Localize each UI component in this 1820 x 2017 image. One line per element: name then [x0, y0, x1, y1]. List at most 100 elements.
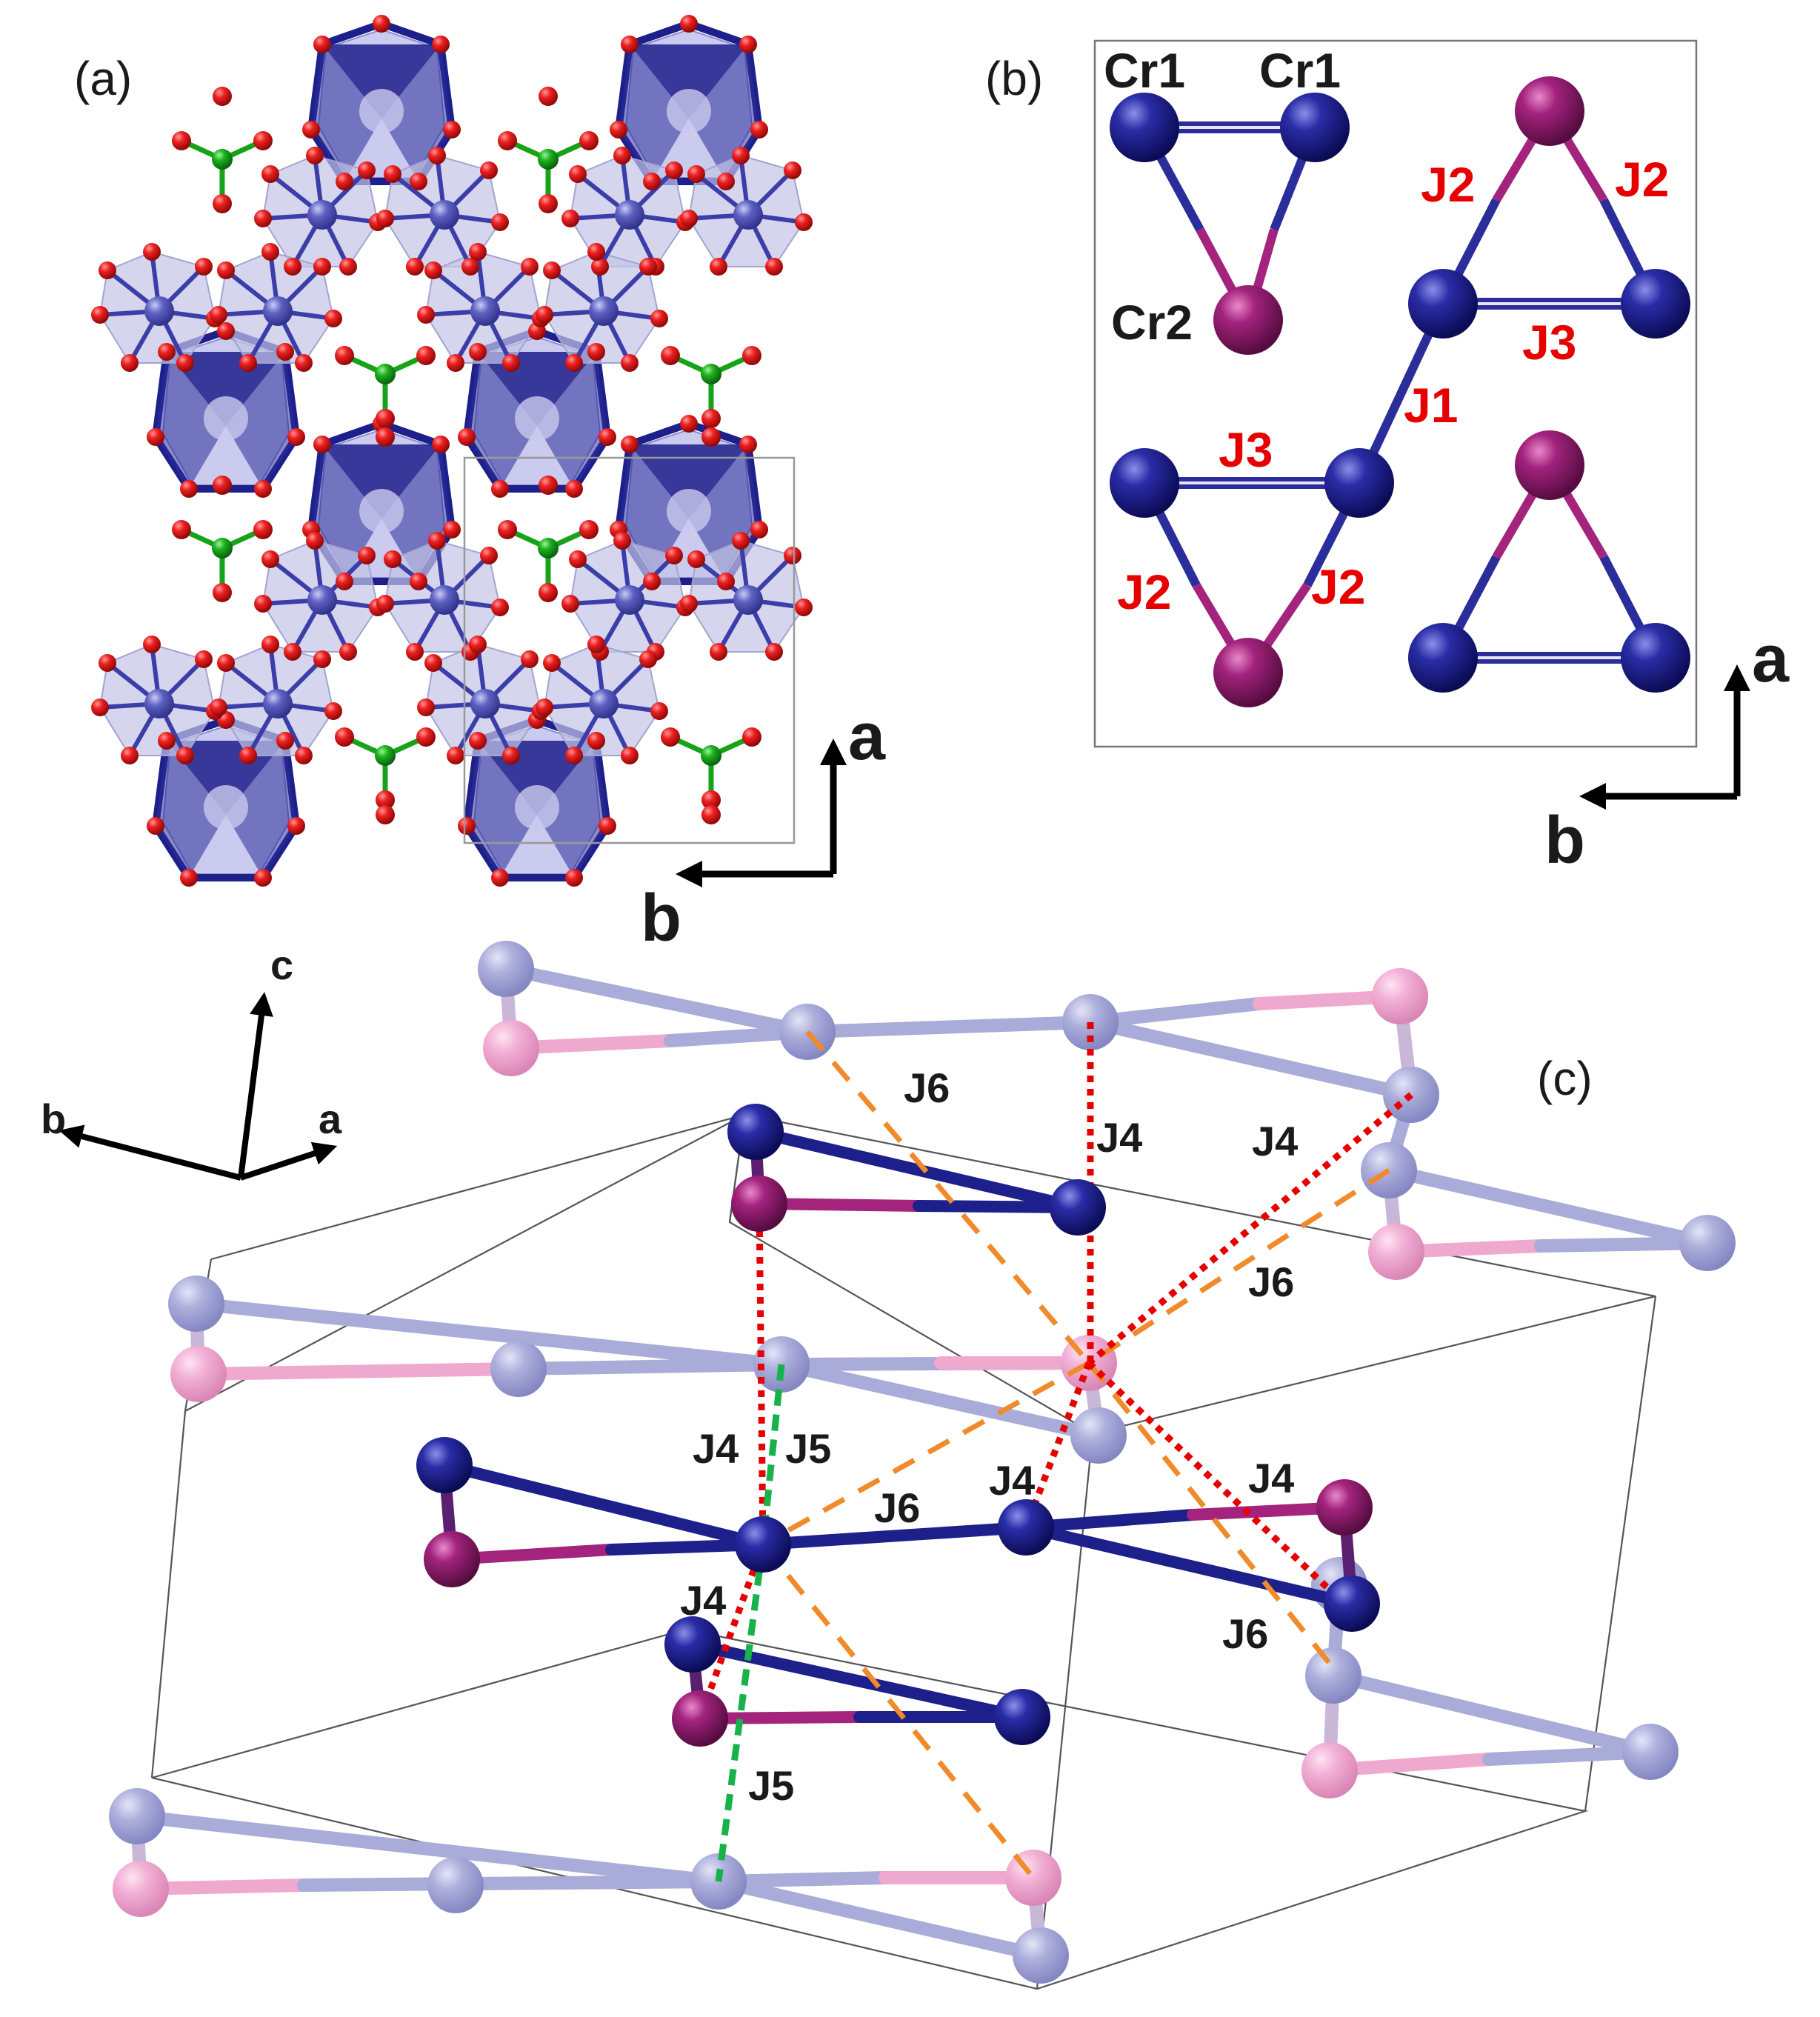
oxygen-atom — [443, 121, 461, 139]
oxygen-atom — [565, 354, 583, 372]
axis-label-c: c — [270, 941, 293, 988]
cr2-atom — [424, 1531, 480, 1587]
oxygen-atom — [143, 243, 161, 261]
dark-layers — [439, 1126, 1358, 1724]
oxygen-atom — [376, 210, 394, 227]
oxygen-atom — [680, 210, 698, 227]
oxygen-atom — [384, 165, 401, 183]
oxygen-atom — [99, 654, 116, 672]
oxygen-atom — [424, 654, 442, 672]
axis-label-b: b — [1544, 804, 1585, 878]
cr2-atom-faded — [1368, 1224, 1424, 1280]
coordination-polyhedron-face — [467, 352, 537, 489]
oxygen-atom — [665, 547, 683, 564]
oxygen-atom — [195, 258, 213, 276]
axis-arrows-ab-panel-b: a b — [1544, 622, 1790, 878]
oxygen-atom — [376, 805, 395, 824]
oxygen-atom — [295, 354, 313, 372]
cr1-atom — [1408, 269, 1478, 339]
oxygen-atom — [213, 194, 232, 213]
oxygen-atom — [261, 636, 279, 653]
oxygen-atom — [565, 869, 583, 887]
oxygen-atom — [213, 476, 232, 495]
oxygen-atom — [376, 427, 395, 447]
oxygen-atom — [591, 258, 609, 276]
oxygen-atom — [416, 346, 436, 365]
oxygen-atom — [276, 343, 294, 361]
cr1-atom — [1110, 93, 1179, 162]
oxygen-atom — [335, 727, 354, 747]
oxygen-atom — [217, 261, 235, 279]
oxygen-atom — [650, 310, 668, 327]
axis-arrows-ab-panel-a: a b — [641, 700, 886, 956]
oxygen-atom — [336, 173, 353, 190]
oxygen-atom — [795, 599, 813, 616]
oxygen-atom — [480, 547, 498, 564]
oxygen-atom — [210, 699, 227, 716]
cr-atom — [733, 585, 763, 615]
oxygen-atom — [376, 790, 395, 810]
oxygen-atom — [539, 583, 558, 602]
polyhedron-center — [667, 89, 711, 133]
cr1-atom — [1408, 623, 1478, 693]
cr1-atom-faded — [1679, 1215, 1736, 1271]
coupling-label-j4: J4 — [680, 1577, 726, 1624]
panel-b-bonds — [1140, 108, 1660, 676]
cr1-atom — [1110, 448, 1179, 518]
cr1-atom — [735, 1516, 791, 1573]
oxygen-atom — [521, 650, 539, 668]
cr1-atom — [1324, 1576, 1380, 1632]
oxygen-atom — [491, 599, 509, 616]
coupling-label-j6: J6 — [874, 1484, 920, 1531]
oxygen-atom — [650, 702, 668, 720]
oxygen-atom — [254, 869, 272, 887]
coordination-polyhedron-face — [322, 44, 441, 119]
oxygen-atom — [469, 243, 487, 261]
oxygen-atom — [254, 480, 272, 498]
oxygen-atom — [276, 732, 294, 750]
boron-atom — [375, 364, 396, 384]
coordination-polyhedron-face — [619, 44, 689, 181]
cr-atom — [733, 200, 763, 230]
boron-atom — [212, 149, 233, 170]
oxygen-atom — [742, 727, 761, 747]
oxygen-atom — [253, 131, 273, 150]
oxygen-atom — [701, 427, 721, 447]
oxygen-atom — [613, 147, 631, 164]
oxygen-atom — [543, 261, 561, 279]
coupling-lines — [696, 1022, 1413, 1882]
cr1-atom-faded — [1013, 1927, 1069, 1984]
coupling-labels-c: J6 J4 J4 J6 J4 J5 J6 J4 J4 J4 J6 J5 — [680, 1064, 1298, 1809]
boron-atom — [538, 149, 559, 170]
cr2-atom — [1316, 1479, 1373, 1536]
cr-atom — [263, 296, 293, 326]
oxygen-atom — [147, 817, 164, 835]
oxygen-atom — [313, 36, 331, 53]
oxygen-atom — [91, 306, 109, 324]
oxygen-atom — [561, 210, 579, 227]
oxygen-atom — [480, 161, 498, 179]
oxygen-atom — [143, 636, 161, 653]
axis-arrows-abc: c b a — [41, 941, 342, 1181]
coupling-label-j2: J2 — [1421, 157, 1475, 212]
oxygen-atom — [358, 547, 376, 564]
oxygen-atom — [621, 436, 639, 453]
cr2-atom — [731, 1176, 787, 1232]
oxygen-atom — [717, 573, 735, 590]
oxygen-atom — [599, 817, 616, 835]
cr1-atom-faded — [427, 1857, 484, 1913]
cr1-atom-faded — [168, 1276, 224, 1332]
oxygen-atom — [665, 161, 683, 179]
oxygen-atom — [261, 243, 279, 261]
oxygen-atom — [172, 520, 191, 539]
coordination-polyhedron-face — [537, 352, 607, 489]
cr2-atom-faded — [170, 1346, 227, 1402]
polyhedron-center — [667, 489, 711, 533]
oxygen-atom — [765, 258, 783, 276]
oxygen-atom — [373, 15, 390, 33]
oxygen-atom — [176, 354, 194, 372]
oxygen-atom — [701, 790, 721, 810]
oxygen-atom — [613, 532, 631, 550]
oxygen-atom — [687, 165, 705, 183]
oxygen-atom — [217, 322, 235, 340]
